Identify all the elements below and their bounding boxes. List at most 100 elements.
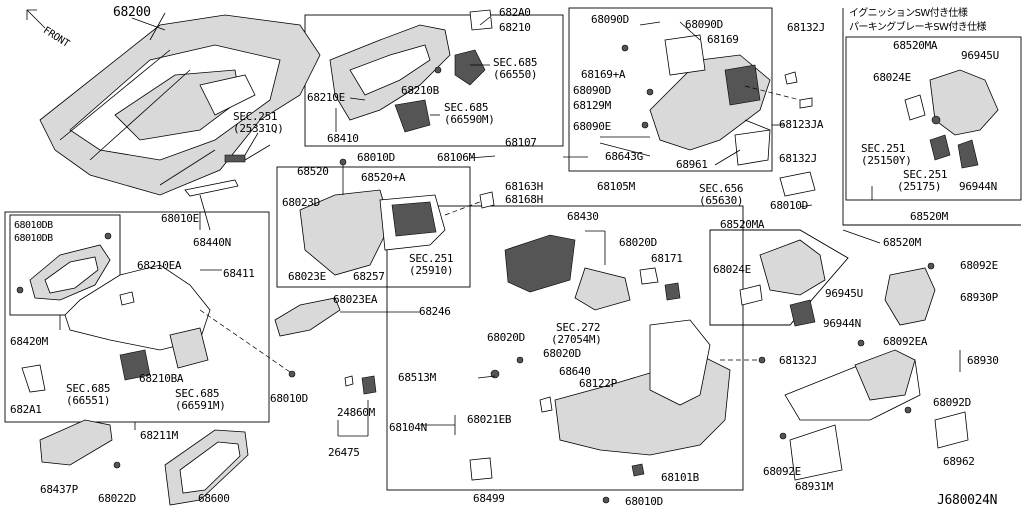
label-68930P: 68930P [960,291,998,304]
label-68021EB: 68021EB [467,413,512,426]
label-68101B: 68101B [661,471,699,484]
label-68440N: 68440N [193,236,231,249]
label-sec251-25150Y-a: SEC.251 [861,142,906,155]
label-68499: 68499 [473,492,505,505]
label-68023EA: 68023EA [333,293,378,306]
label-68171: 68171 [651,252,683,265]
leader-lines [59,12,961,435]
label-68010D-a: 68010D [357,151,395,164]
label-68210E-top: 68210E [307,91,345,104]
label-68520A: 68520+A [361,171,406,184]
label-sec685-66591M-a: SEC.685 [175,387,220,400]
label-68961: 68961 [676,158,708,171]
label-68092E-a: 68092E [960,259,998,272]
label-68020D-a: 68020D [619,236,657,249]
label-68210: 68210 [499,21,531,34]
label-68122P: 68122P [579,377,617,390]
label-68410: 68410 [327,132,359,145]
option-header-line2: パーキングブレーキSW付き仕様 [849,22,987,33]
label-68430: 68430 [567,210,599,223]
box-68106M [568,7,773,172]
label-68930: 68930 [967,354,999,367]
diagram-id: J680024N [937,493,998,508]
label-sec656-a: SEC.656 [699,182,744,195]
label-68210EA: 68210EA [137,259,182,272]
label-68090D-a: 68090D [591,13,629,26]
label-sec251-25331Q-b: (25331Q) [233,122,284,135]
label-sec272-a: SEC.272 [556,321,601,334]
label-68090D-c: 68090D [573,84,611,97]
label-68020D-b: 68020D [487,331,525,344]
box-68520M-option [845,36,1022,201]
label-68090D-b: 68090D [685,18,723,31]
label-68520M-a: 68520M [910,210,948,223]
label-68090E: 68090E [573,120,611,133]
label-68163H: 68163H [505,180,543,193]
label-68010E: 68010E [161,212,199,225]
label-68513M: 68513M [398,371,436,384]
label-68520M-b: 68520M [883,236,921,249]
label-68168H: 68168H [505,193,543,206]
label-68010D-d: 68010D [625,495,663,508]
label-68023E: 68023E [288,270,326,283]
label-68024E-b: 68024E [713,263,751,276]
option-header-line1: イグニッションSW付き仕様 [849,8,968,19]
label-68169A: 68169+A [581,68,626,81]
label-68520MA-b: 68520MA [720,218,765,231]
option-area-frame [842,8,1021,226]
label-68092EA: 68092EA [883,335,928,348]
label-68520MA-a: 68520MA [893,39,938,52]
label-sec251-25331Q-a: SEC.251 [233,110,278,123]
label-68132J-a: 68132J [787,21,825,34]
label-sec685-66591M-b: (66591M) [175,399,226,412]
label-sec251-25150Y-b: (25150Y) [861,154,912,167]
label-68246: 68246 [419,305,451,318]
label-682A1: 682A1 [10,403,42,416]
label-68107: 68107 [505,136,537,149]
label-68132J-c: 68132J [779,354,817,367]
box-68520M-lower [709,229,849,326]
label-68520: 68520 [297,165,329,178]
label-24860M: 24860M [337,406,375,419]
label-96945U-a: 96945U [961,49,999,62]
label-68123JA: 68123JA [779,118,824,131]
label-68023D: 68023D [282,196,320,209]
label-sec251-25910-a: SEC.251 [409,252,454,265]
label-68640: 68640 [559,365,591,378]
label-sec685-66550-b: (66550) [493,68,538,81]
label-sec685-66590M-b: (66590M) [444,113,495,126]
label-26475: 26475 [328,446,360,459]
label-68010DB-b: 68010DB [14,233,53,244]
label-sec685-66590M-a: SEC.685 [444,101,489,114]
label-682A0: 682A0 [499,6,531,19]
label-68257: 68257 [353,270,385,283]
label-68931M: 68931M [795,480,833,493]
label-68024E-a: 68024E [873,71,911,84]
label-sec251-25175-a: SEC.251 [903,168,948,181]
label-68106M: 68106M [437,151,475,164]
label-sec685-66551-a: SEC.685 [66,382,111,395]
label-sec272-b: (27054M) [551,333,602,346]
label-68132J-b: 68132J [779,152,817,165]
label-68210BA: 68210BA [139,372,184,385]
label-sec251-25175-b: (25175) [897,180,942,193]
label-68010DB-a: 68010DB [14,220,53,231]
label-68210B: 68210B [401,84,439,97]
label-sec685-66551-b: (66551) [66,394,111,407]
dashboard-panel-68200 [39,14,321,196]
label-68092D: 68092D [933,396,971,409]
label-68105M: 68105M [597,180,635,193]
box-68520 [276,166,471,288]
label-68600: 68600 [198,492,230,505]
label-68022D: 68022D [98,492,136,505]
label-68104N: 68104N [389,421,427,434]
label-68020D-c: 68020D [543,347,581,360]
label-68169: 68169 [707,33,739,46]
label-68129M: 68129M [573,99,611,112]
label-96944N-b: 96944N [823,317,861,330]
label-68010D-b: 68010D [270,392,308,405]
front-arrow-icon [26,9,46,29]
label-96944N-a: 96944N [959,180,997,193]
